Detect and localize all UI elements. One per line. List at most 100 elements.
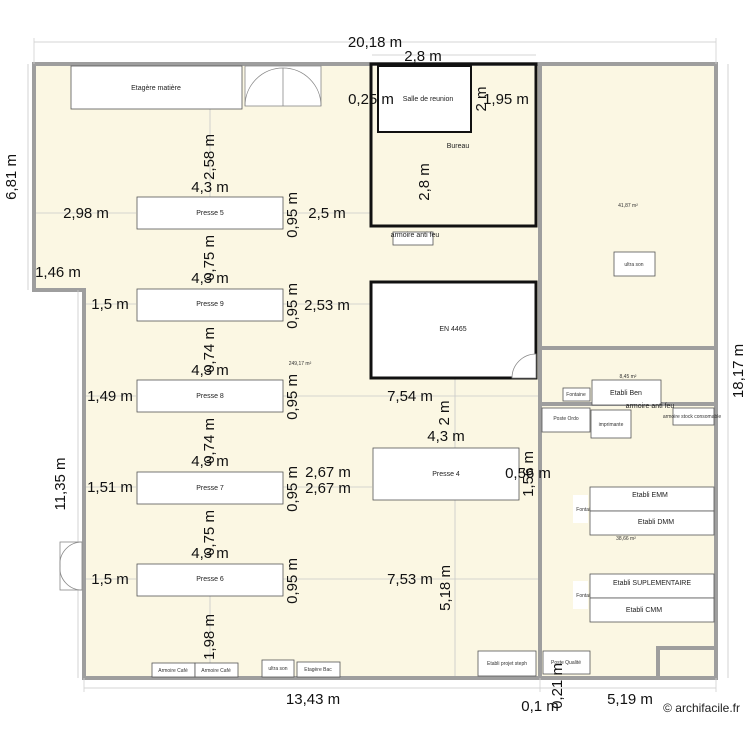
dim-p4-len: 4,3 m xyxy=(427,428,465,445)
dim-p7-len: 4,3 m xyxy=(191,453,229,470)
dim-p5-len: 4,3 m xyxy=(191,179,229,196)
etabli-emm[interactable] xyxy=(589,486,715,512)
dim-gap-8-7: 0,74 m xyxy=(201,418,218,464)
dim-p4-right: 0,56 m xyxy=(505,465,551,482)
etabli-dmm-label: Etabli DMM xyxy=(638,519,674,526)
dim-gap-9-8: 0,74 m xyxy=(201,327,218,373)
dim-bottom-small: 0,1 m xyxy=(521,698,559,715)
fontaine-2[interactable] xyxy=(573,495,588,523)
dim-p5-left: 2,98 m xyxy=(63,205,109,222)
dim-salle-right: 1,95 m xyxy=(483,91,529,108)
presse-7[interactable] xyxy=(136,471,284,505)
poste-ordo-label: Poste Ordo xyxy=(553,416,579,422)
archifacile-watermark: © archifacile.fr xyxy=(663,701,740,715)
armoire-anti-feu-bureau-label: armoire anti feu xyxy=(391,232,440,239)
dim-p8-len: 4,3 m xyxy=(191,362,229,379)
door-left[interactable] xyxy=(59,541,83,591)
presse-4-label: Presse 4 xyxy=(432,471,460,478)
dim-p4-w: 1,56 m xyxy=(520,451,537,497)
area-mid: 8,45 m² xyxy=(620,374,637,380)
dim-p6-w: 0,95 m xyxy=(284,558,301,604)
wall-bottom-notch xyxy=(656,646,716,678)
area-main: 249,17 m² xyxy=(289,361,312,367)
area-lower: 38,66 m² xyxy=(616,536,636,542)
dim-p9-len: 4,3 m xyxy=(191,270,229,287)
etabli-projet-steph-label: Etabli projet steph xyxy=(487,661,527,667)
dim-p6-right: 7,53 m xyxy=(387,571,433,588)
ultra-son-right[interactable] xyxy=(613,251,656,277)
presse-8[interactable] xyxy=(136,379,284,413)
dim-p9-right: 2,53 m xyxy=(304,297,350,314)
dim-p8-w: 0,95 m xyxy=(284,374,301,420)
dim-bottom-left: 13,43 m xyxy=(286,691,340,708)
fontaine-1-label: Fontaine xyxy=(566,392,586,398)
poste-qualite-label: Poste Qualité xyxy=(551,660,581,666)
dim-height-left: 6,81 m xyxy=(3,154,20,200)
door-left-swing-icon xyxy=(59,541,83,591)
dim-p5-w: 0,95 m xyxy=(284,192,301,238)
dim-p8-right: 7,54 m xyxy=(387,388,433,405)
armoire-anti-feu-2-label: armoire anti feu xyxy=(626,403,675,410)
presse-6[interactable] xyxy=(136,563,284,597)
imprimante[interactable] xyxy=(590,409,632,439)
dim-p7-right-b: 2,67 m xyxy=(305,480,351,497)
etagere-bac-label: Etagère Bac xyxy=(304,667,332,673)
presse-4[interactable] xyxy=(372,447,520,501)
door-swing-icon xyxy=(244,67,322,107)
etabli-cmm[interactable] xyxy=(589,597,715,623)
etagere-matiere[interactable] xyxy=(70,65,243,110)
dim-p7-w: 0,95 m xyxy=(284,466,301,512)
dim-p9-w: 0,95 m xyxy=(284,283,301,329)
fontaine-3[interactable] xyxy=(573,581,588,609)
ultra-son-bottom[interactable] xyxy=(261,659,295,678)
presse-5[interactable] xyxy=(136,196,284,230)
presse-9-label: Presse 9 xyxy=(196,301,224,308)
dim-salle-h: 2 m xyxy=(473,86,490,111)
fontaine-1[interactable] xyxy=(562,387,591,402)
dim-p6-len: 4,3 m xyxy=(191,545,229,562)
dim-salle-side: 0,25 m xyxy=(348,91,394,108)
dim-bureau-h: 2,8 m xyxy=(416,163,433,201)
presse-7-label: Presse 7 xyxy=(196,485,224,492)
armoire-anti-feu-bureau[interactable] xyxy=(392,231,434,246)
door-en4465[interactable] xyxy=(511,353,537,379)
dim-height-lower-left: 11,35 m xyxy=(52,457,69,510)
dim-p5-top: 2,58 m xyxy=(201,134,218,180)
salle-reunion-label: Salle de reunion xyxy=(403,96,454,103)
presse-8-label: Presse 8 xyxy=(196,393,224,400)
fontaine-2-label: Fontaine xyxy=(576,507,596,513)
en4465-label: EN 4465 xyxy=(439,326,466,333)
dim-p7-right-a: 2,67 m xyxy=(305,464,351,481)
presse-9[interactable] xyxy=(136,288,284,322)
presse-5-label: Presse 5 xyxy=(196,210,224,217)
etabli-ben[interactable] xyxy=(591,379,662,406)
poste-qualite[interactable] xyxy=(542,650,591,675)
armoire-stock-consomable[interactable] xyxy=(672,407,715,426)
area-right-top: 41,87 m² xyxy=(618,203,638,209)
etabli-projet-steph[interactable] xyxy=(477,650,537,677)
dim-p4-top: 2 m xyxy=(436,400,453,425)
etagere-matiere-label: Etagère matière xyxy=(131,85,181,92)
etabli-dmm[interactable] xyxy=(589,510,715,536)
fontaine-3-label: Fontaine xyxy=(576,593,596,599)
ultra-son-right-label: ultra son xyxy=(624,262,643,268)
poste-ordo[interactable] xyxy=(541,407,591,433)
presse-6-label: Presse 6 xyxy=(196,576,224,583)
dim-gap-7-6: 0,75 m xyxy=(201,510,218,556)
dim-bureau-top: 2,8 m xyxy=(404,48,442,65)
salle-reunion[interactable] xyxy=(377,65,472,133)
armoire-cafe-2[interactable] xyxy=(194,662,239,678)
dim-p6-left: 1,5 m xyxy=(91,571,129,588)
etagere-bac[interactable] xyxy=(296,661,341,678)
dim-height-right: 18,17 m xyxy=(730,344,747,398)
etabli-cmm-label: Etabli CMM xyxy=(626,607,662,614)
bureau-room[interactable] xyxy=(369,62,538,228)
en4465-room[interactable] xyxy=(369,280,538,380)
bureau-label: Bureau xyxy=(447,143,470,150)
etabli-suplementaire-label: Etabli SUPLEMENTAIRE xyxy=(613,580,691,587)
dim-p4-bottom: 5,18 m xyxy=(437,565,454,611)
dim-bottom-right: 5,19 m xyxy=(607,691,653,708)
dim-p9-left: 1,5 m xyxy=(91,296,129,313)
etabli-ben-label: Etabli Ben xyxy=(610,390,642,397)
